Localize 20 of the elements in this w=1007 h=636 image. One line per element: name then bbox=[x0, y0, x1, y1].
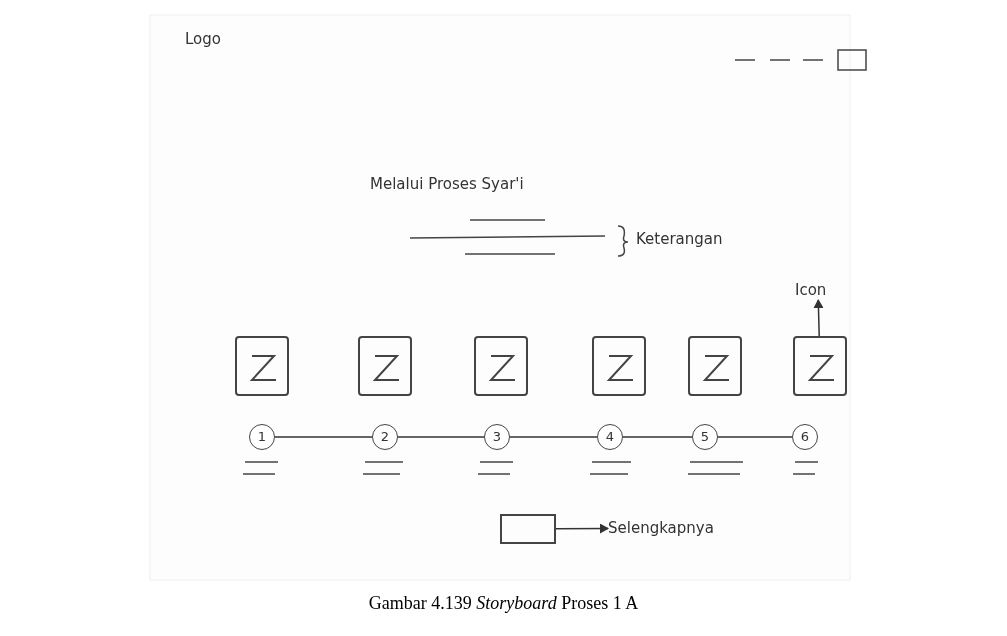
heading-text: Melalui Proses Syar'i bbox=[370, 175, 524, 193]
connector-line bbox=[274, 436, 373, 438]
description-label: Keterangan bbox=[636, 230, 723, 248]
link-text: Selengkapnya bbox=[608, 516, 748, 540]
image-placeholder-icon bbox=[688, 336, 742, 396]
figure-caption: Gambar 4.139 Storyboard Proses 1 A bbox=[368, 593, 639, 613]
connector-line bbox=[397, 436, 485, 438]
arrow bbox=[813, 299, 824, 337]
image-placeholder-icon bbox=[592, 336, 646, 396]
image-placeholder-icon bbox=[474, 336, 528, 396]
button-placeholder bbox=[500, 514, 556, 544]
connector-line bbox=[717, 436, 793, 438]
arrow bbox=[555, 523, 609, 534]
image-placeholder-icon bbox=[358, 336, 412, 396]
image-placeholder-icon bbox=[793, 336, 847, 396]
annotation-text: Icon bbox=[795, 280, 841, 300]
connector-line bbox=[622, 436, 693, 438]
connector-line bbox=[509, 436, 598, 438]
image-placeholder-icon bbox=[235, 336, 289, 396]
header-placeholder-text: Logo bbox=[185, 30, 221, 48]
